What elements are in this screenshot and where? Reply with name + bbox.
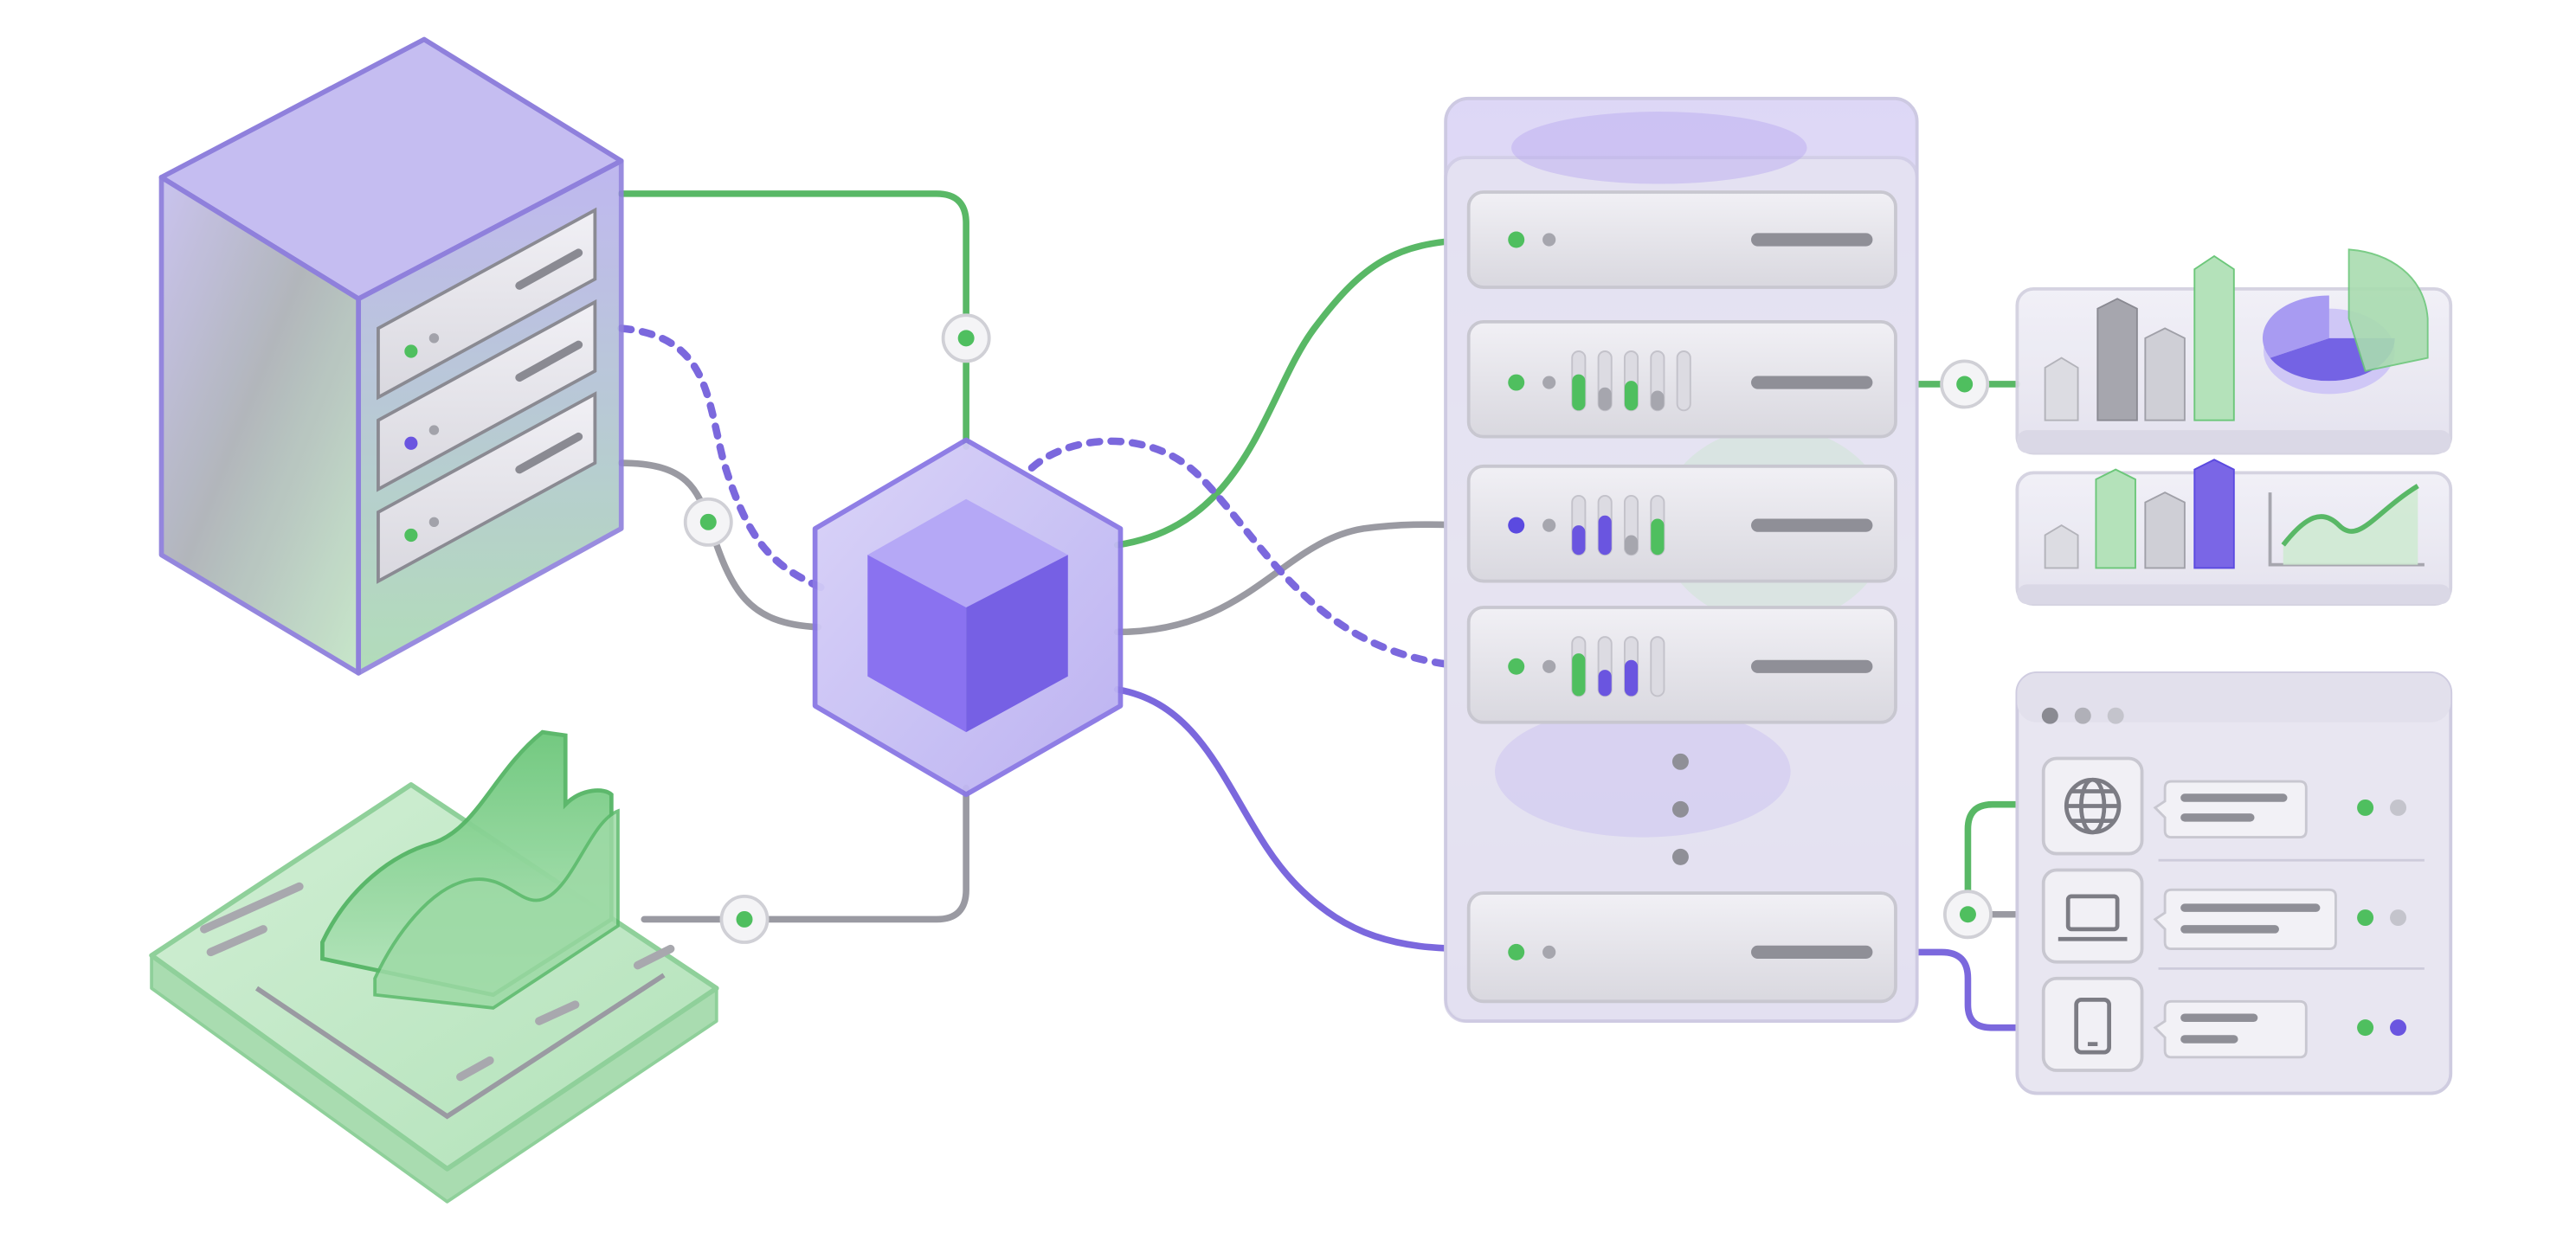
client-row-mobile <box>2041 976 2407 1072</box>
server-unit-3 <box>1466 464 1897 583</box>
marker-3 <box>719 894 770 944</box>
marker-4 <box>1940 359 1990 409</box>
client-row-web <box>2041 756 2407 856</box>
platform-text-line-1 <box>200 882 304 934</box>
server-stack <box>1444 96 1919 1023</box>
cube-icon <box>867 498 1068 733</box>
link-analytics-hub-gray <box>641 784 969 923</box>
chart-axis <box>254 973 666 1120</box>
marker-2 <box>683 497 733 547</box>
line-chart-dashboard <box>2015 459 2453 607</box>
line-chart-icon <box>2268 484 2425 567</box>
dashboard-panels <box>2015 248 2453 607</box>
connections <box>617 190 2051 1031</box>
platform-text-line-2 <box>206 925 267 957</box>
platform-text-line-5 <box>456 1056 494 1082</box>
analytics-platform <box>149 729 719 1204</box>
link-storage-hub-dashed <box>617 324 826 592</box>
central-hub <box>812 437 1124 798</box>
drive-slot-1 <box>377 207 597 401</box>
client-window <box>2015 671 2453 1095</box>
server-unit-4 <box>1466 606 1897 724</box>
server-unit-5 <box>1466 891 1897 1004</box>
drive-slot-3 <box>377 391 597 584</box>
link-hub-stack-purple <box>1113 686 1474 953</box>
laptop-icon <box>2058 894 2128 941</box>
globe-icon <box>2064 777 2122 835</box>
more-units-ellipsis <box>1671 753 1689 865</box>
mini-bar-chart <box>2044 459 2235 569</box>
server-unit-2 <box>1466 319 1897 439</box>
connection-markers <box>683 313 1993 944</box>
phone-icon <box>2074 998 2111 1055</box>
storage-server <box>158 36 624 676</box>
platform-text-line-4 <box>633 944 675 970</box>
bar-chart-icon <box>2044 254 2235 421</box>
area-chart-front <box>373 808 620 1010</box>
link-storage-hub-green <box>617 190 969 450</box>
server-unit-1 <box>1466 190 1897 289</box>
link-stack-client-green <box>1964 800 2051 915</box>
drive-slot-2 <box>377 299 597 492</box>
client-row-desktop <box>2041 868 2407 964</box>
marker-5 <box>1942 890 1993 940</box>
marker-1 <box>941 313 991 363</box>
window-controls <box>2041 707 2124 724</box>
platform-text-line-3 <box>535 1000 580 1025</box>
link-storage-hub-gray <box>617 459 822 631</box>
pie-chart-icon <box>2262 248 2429 395</box>
link-hub-stack-gray <box>1113 521 1474 636</box>
link-hub-stack-dashed <box>1027 437 1474 671</box>
link-hub-stack-green <box>1113 236 1474 549</box>
bar-chart-dashboard <box>2015 248 2453 455</box>
link-stack-client-purple <box>1894 948 2051 1031</box>
